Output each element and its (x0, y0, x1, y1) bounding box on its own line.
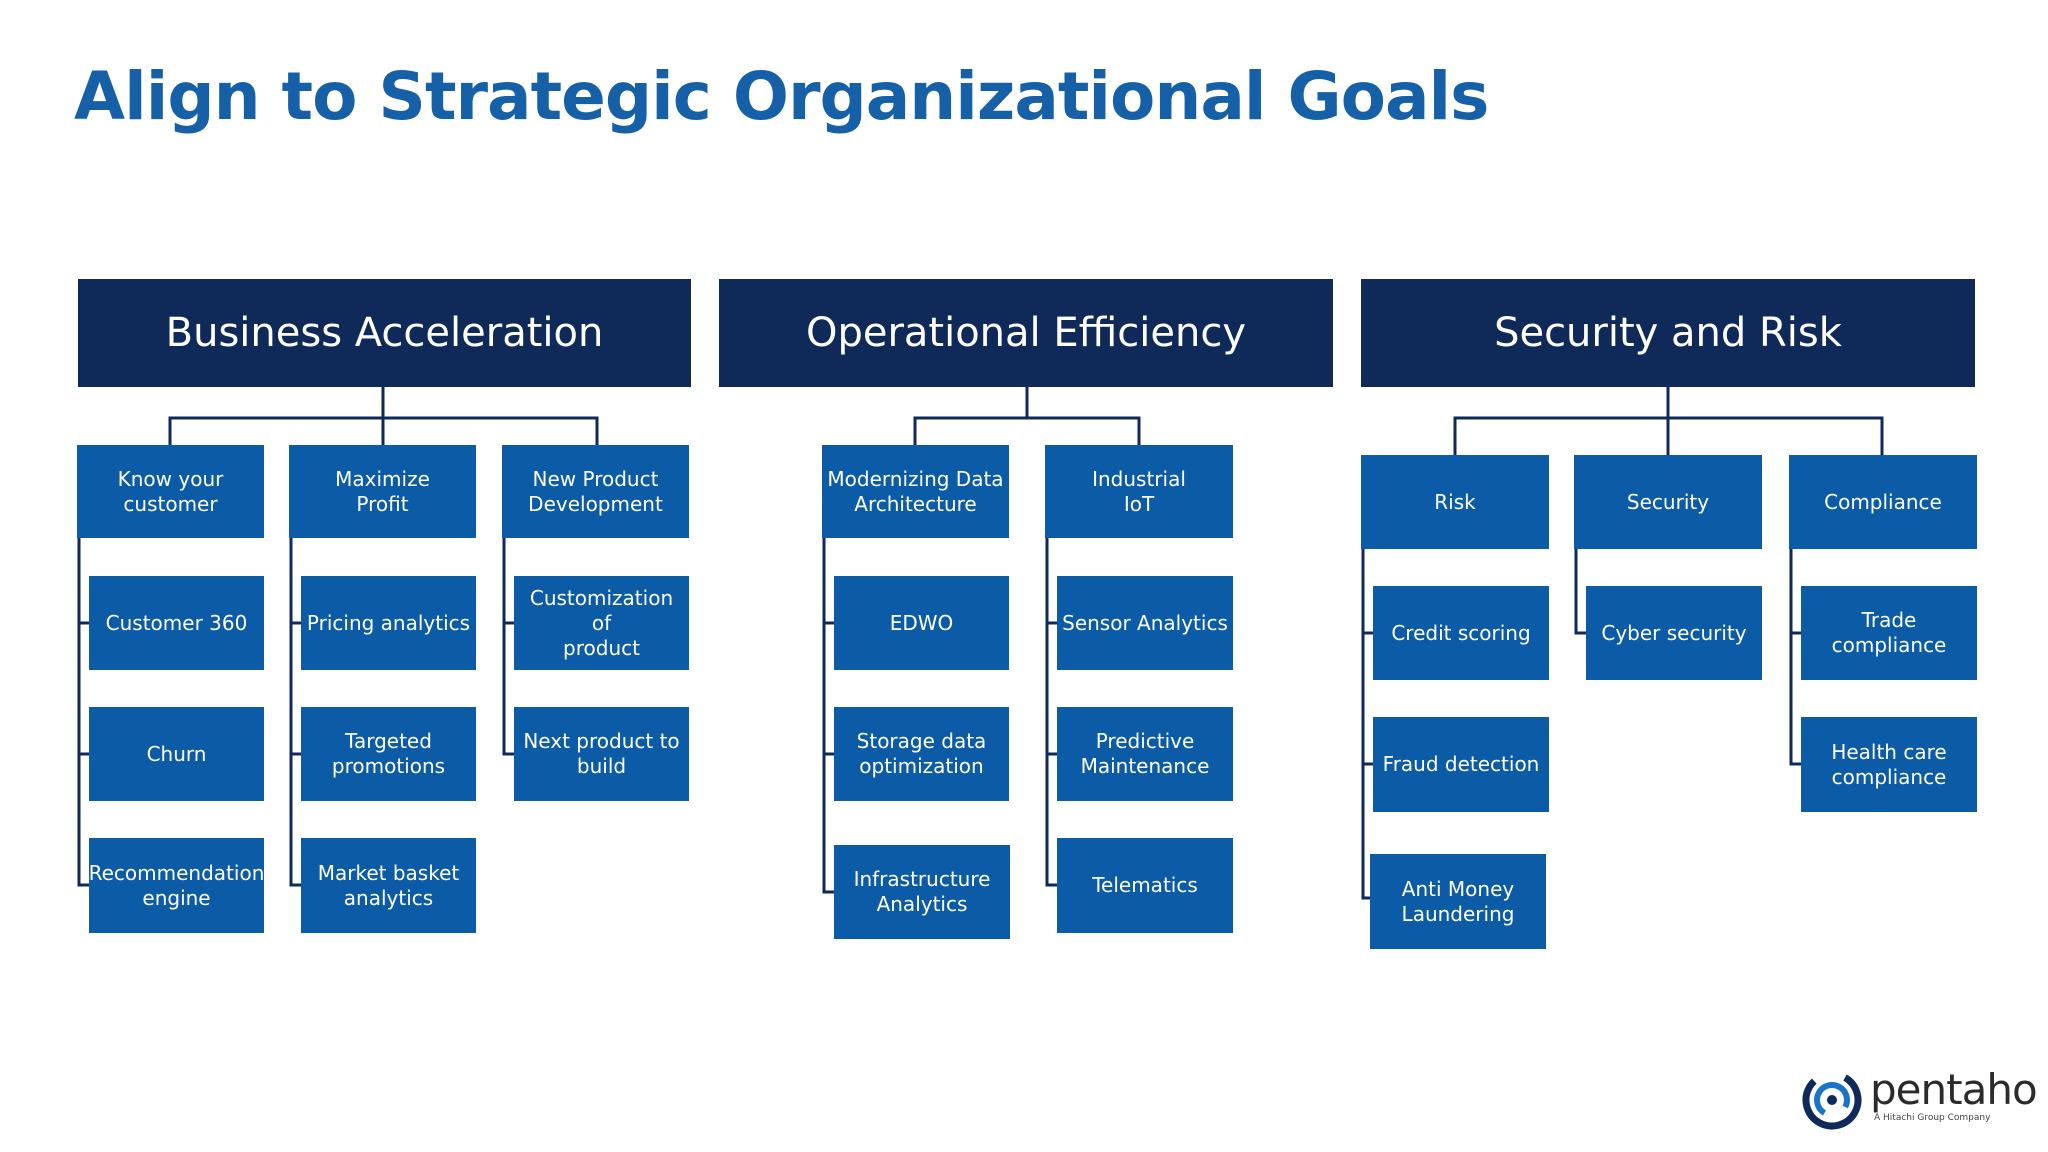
pentaho-logo: pentaho A Hitachi Group Company (1802, 1065, 2038, 1131)
category-compliance: Compliance (1789, 455, 1977, 549)
item-edwo: EDWO (834, 576, 1009, 670)
item-customization-of-product: Customization of product (514, 576, 689, 670)
logo-wordmark: pentaho (1870, 1065, 2038, 1114)
item-next-product-to-build: Next product to build (514, 707, 689, 801)
category-maximize-profit: Maximize Profit (289, 445, 476, 538)
column-header-business-acceleration: Business Acceleration (78, 279, 691, 387)
category-modernizing-data-architecture: Modernizing Data Architecture (822, 445, 1009, 538)
category-industrial-iot: Industrial IoT (1045, 445, 1233, 538)
item-market-basket-analytics: Market basket analytics (301, 838, 476, 933)
item-churn: Churn (89, 707, 264, 801)
item-trade-compliance: Trade compliance (1801, 586, 1977, 680)
item-telematics: Telematics (1057, 838, 1233, 933)
category-risk: Risk (1361, 455, 1549, 549)
item-predictive-maintenance: Predictive Maintenance (1057, 707, 1233, 801)
item-customer-360: Customer 360 (89, 576, 264, 670)
column-header-security-and-risk: Security and Risk (1361, 279, 1975, 387)
item-storage-data-optimization: Storage data optimization (834, 707, 1009, 801)
page-title: Align to Strategic Organizational Goals (74, 58, 1489, 135)
item-recommendation-engine: Recommendation engine (89, 838, 264, 933)
item-infrastructure-analytics: Infrastructure Analytics (834, 845, 1010, 939)
pentaho-swirl-icon (1802, 1070, 1862, 1130)
item-anti-money-laundering: Anti Money Laundering (1370, 854, 1546, 949)
category-new-product-development: New Product Development (502, 445, 689, 538)
item-health-care-compliance: Health care compliance (1801, 717, 1977, 812)
item-fraud-detection: Fraud detection (1373, 717, 1549, 812)
category-security: Security (1574, 455, 1762, 549)
item-cyber-security: Cyber security (1586, 586, 1762, 680)
category-know-your-customer: Know your customer (77, 445, 264, 538)
item-targeted-promotions: Targeted promotions (301, 707, 476, 801)
item-pricing-analytics: Pricing analytics (301, 576, 476, 670)
item-sensor-analytics: Sensor Analytics (1057, 576, 1233, 670)
column-header-operational-efficiency: Operational Efficiency (719, 279, 1333, 387)
item-credit-scoring: Credit scoring (1373, 586, 1549, 680)
logo-tagline: A Hitachi Group Company (1874, 1113, 1991, 1123)
